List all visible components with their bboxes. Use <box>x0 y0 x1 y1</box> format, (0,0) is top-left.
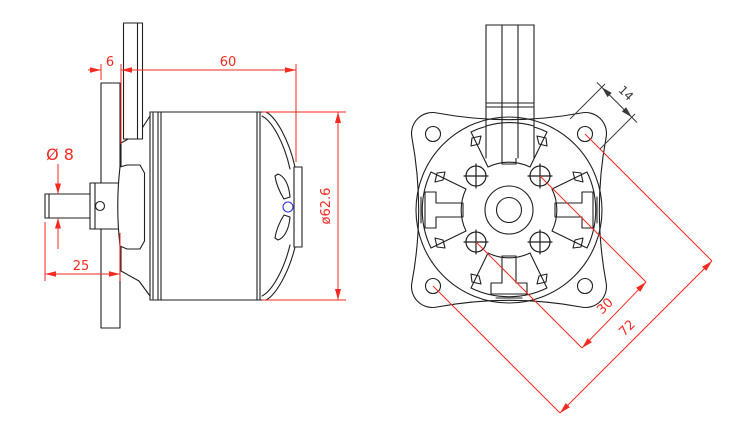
mount-hole-top-right <box>576 125 594 143</box>
motor-wires-front <box>485 24 535 159</box>
mount-hole-bottom-right <box>576 277 594 295</box>
dim-shaft-length-label: 25 <box>73 259 90 274</box>
dim-shaft-diameter-label: Ø 8 <box>46 145 74 164</box>
dim-screw-spacing-label: 30 <box>594 295 616 317</box>
dimension-arrows <box>45 67 341 300</box>
screw-bottom-right <box>527 229 553 255</box>
front-hub <box>484 185 534 235</box>
mount-hole-top-left <box>424 125 442 143</box>
stator-window-left <box>420 171 467 249</box>
rear-hub-bar <box>293 166 303 248</box>
mount-hole-bottom-left <box>424 277 442 295</box>
rear-vent-upper <box>274 173 291 200</box>
side-view <box>44 22 303 329</box>
cross-mount-outline <box>410 111 608 309</box>
motor-wires-side <box>122 22 144 140</box>
screw-top-left <box>463 163 489 189</box>
dim-ear-width-label: 14 <box>615 83 636 104</box>
side-view-dimensions: 6 60 Ø 8 25 ø62.6 <box>44 55 346 301</box>
front-view <box>410 24 608 309</box>
rear-spokes <box>261 111 303 301</box>
cross-mount <box>410 111 608 309</box>
dim-body-diameter-label: ø62.6 <box>319 188 334 225</box>
set-screw-circle <box>94 200 106 212</box>
dim-body-length-label: 60 <box>220 55 237 70</box>
dim-plate-thickness-label: 6 <box>106 55 114 70</box>
bearing-circle <box>282 201 294 213</box>
hub-screws <box>463 163 553 255</box>
rear-vent-lower <box>274 214 291 241</box>
shaft-collar <box>89 182 120 230</box>
dim-mount-spacing-label: 72 <box>616 317 638 339</box>
motor-bell-body <box>149 111 267 301</box>
bell-outline-circle <box>415 116 603 304</box>
stator-outer-arc <box>485 122 535 127</box>
front-vent-pocket <box>117 164 146 250</box>
shaft-circle <box>495 196 523 224</box>
